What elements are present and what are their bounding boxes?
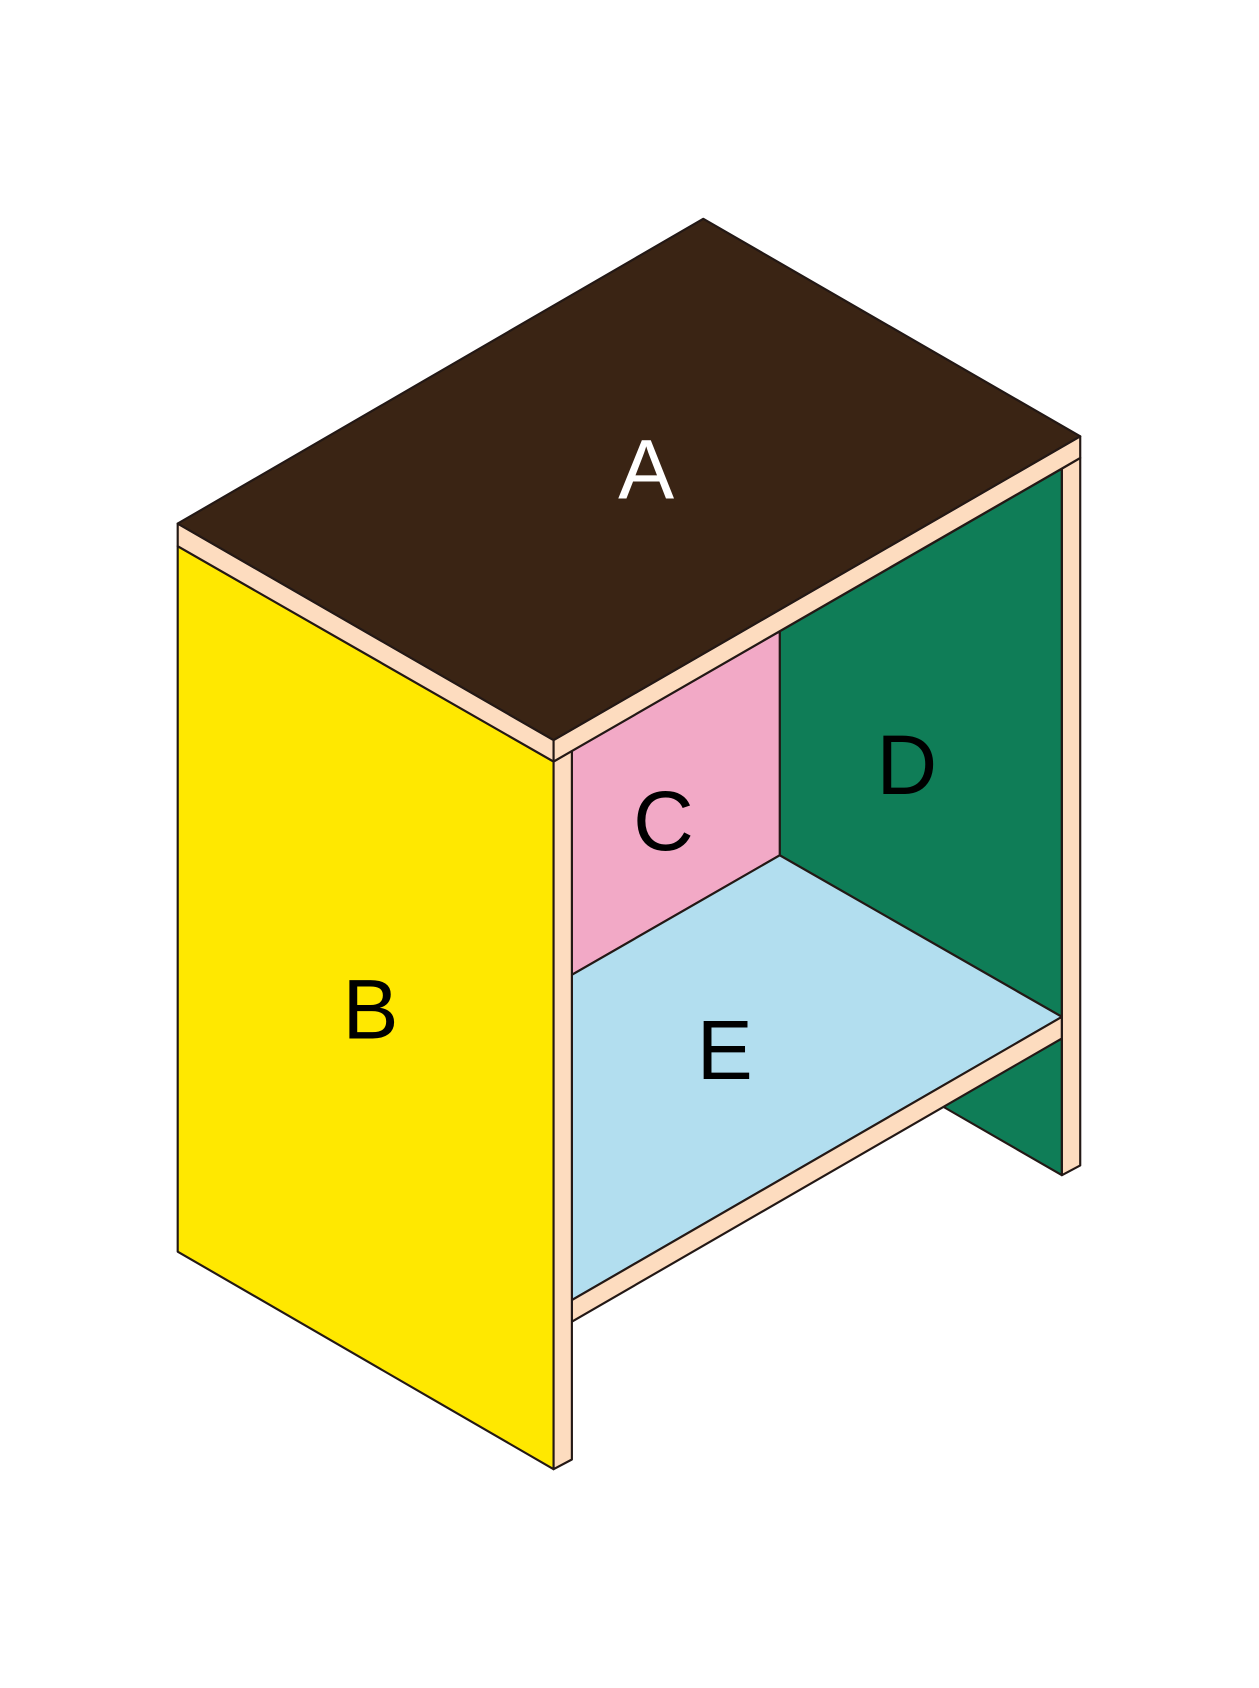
label-c: C <box>633 774 694 868</box>
label-e: E <box>697 1003 753 1097</box>
label-d: D <box>876 718 937 812</box>
label-b: B <box>342 962 398 1056</box>
label-a: A <box>618 423 674 517</box>
right-post-edge <box>1060 456 1082 1177</box>
top-panel-a <box>176 217 1082 742</box>
side-panel-edge <box>552 749 573 1471</box>
